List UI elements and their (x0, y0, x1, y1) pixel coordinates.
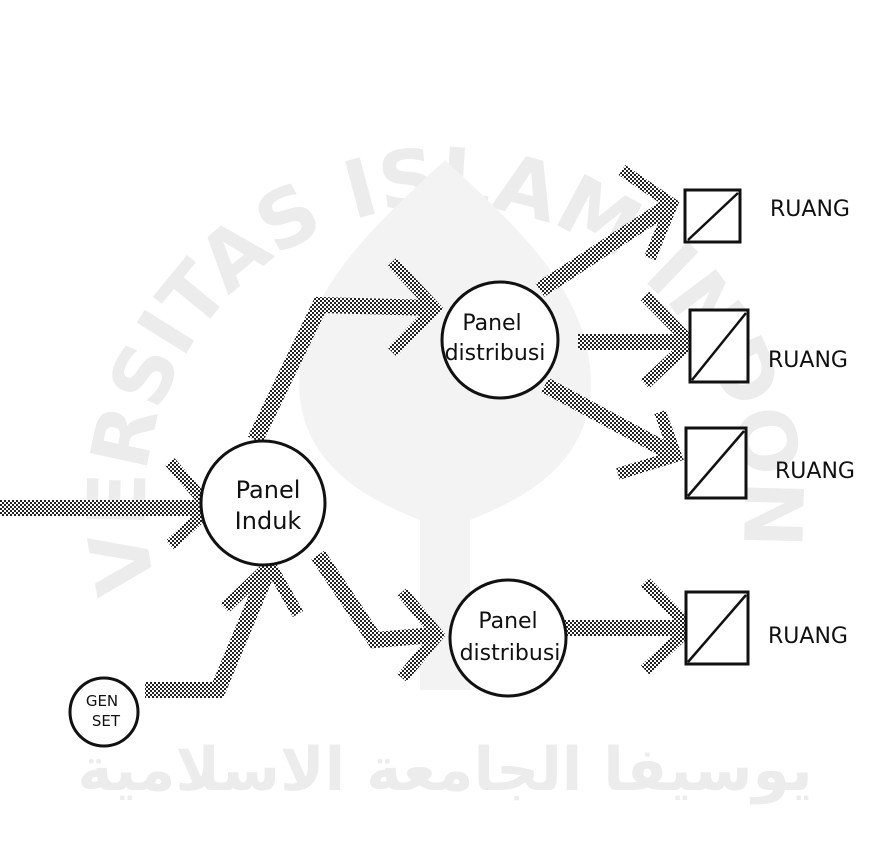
arrow-genset-to-induk (145, 561, 278, 698)
arrowhead-room3 (616, 409, 684, 480)
arrow-dist-to-room3 (541, 377, 679, 463)
room-1: RUANG (683, 188, 850, 244)
arrow-induk-to-dist-bottom (311, 550, 436, 649)
room-1-label: RUANG (770, 197, 850, 222)
panel-distribusi-bottom-node: Panel distribusi (448, 578, 568, 698)
arrowhead-dist-bottom (397, 588, 446, 682)
room-4-label: RUANG (768, 624, 848, 649)
genset-label-2: SET (92, 712, 121, 730)
panel-distribusi-bottom-label-1: Panel (478, 609, 537, 634)
genset-node: GEN SET (68, 676, 140, 748)
genset-label-1: GEN (86, 692, 118, 710)
panel-induk-label-2: Induk (235, 507, 302, 535)
panel-distribusi-top-label-2: distribusi (445, 341, 546, 366)
room-3-label: RUANG (775, 459, 855, 484)
room-2-label: RUANG (768, 348, 848, 373)
arrowhead-dist-top (387, 257, 444, 357)
room-4: RUANG (684, 590, 848, 666)
watermark-bottom-text: يوسيفا الجامعة الاسلامية (77, 735, 812, 805)
arrowhead-room1 (618, 165, 680, 261)
room-2: RUANG (688, 308, 848, 384)
room-3: RUANG (684, 426, 855, 500)
panel-induk-node: Panel Induk (199, 439, 327, 567)
panel-distribusi-top-label-1: Panel (462, 311, 521, 336)
arrows (0, 165, 699, 698)
arrow-dist-to-room1 (535, 198, 675, 297)
panel-distribusi-bottom-label-2: distribusi (460, 641, 561, 666)
arrow-induk-to-dist-top (247, 296, 436, 444)
panel-distribusi-top-node: Panel distribusi (440, 280, 560, 400)
panel-induk-label-1: Panel (236, 476, 301, 504)
